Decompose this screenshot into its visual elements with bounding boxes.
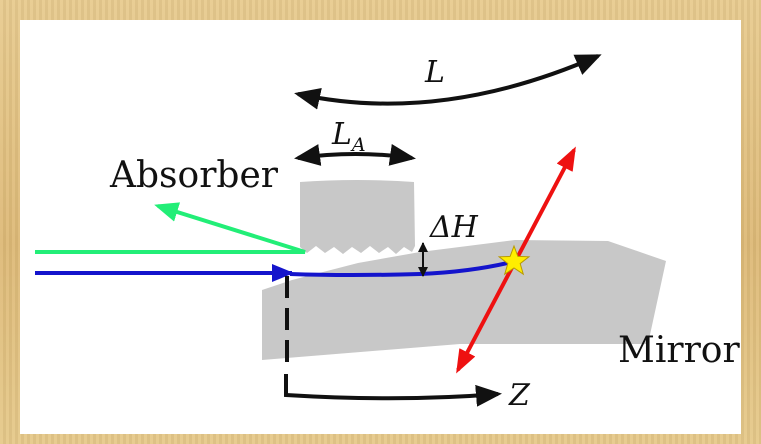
- green-beam: [35, 202, 306, 254]
- mirror-body: [262, 240, 666, 360]
- length-arrow-l: [294, 54, 602, 110]
- star-icon: [497, 244, 531, 276]
- label-absorber: Absorber: [109, 155, 279, 196]
- label-mirror: Mirror: [618, 330, 740, 371]
- absorber-block: [300, 180, 415, 254]
- z-axis-arrow: [284, 374, 502, 407]
- label-delta-h: ΔH: [429, 210, 479, 245]
- label-la: LA: [331, 117, 366, 156]
- label-z: Z: [508, 378, 531, 413]
- length-arrow-la: [294, 144, 416, 166]
- label-l: L: [424, 55, 445, 90]
